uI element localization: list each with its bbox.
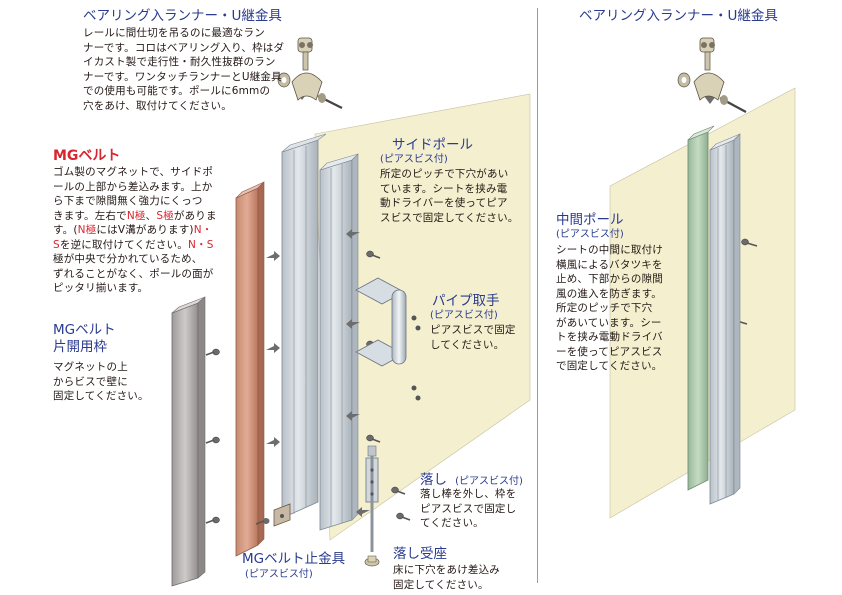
bearing-runner-left [277,37,343,109]
mg-belt-strip [235,181,265,557]
drop-sub: (ピアスビス付) [455,476,523,487]
drop-seat-title: 落し受座 [393,546,447,562]
mg-single-desc: マグネットの上 からビスで壁に 固定してください。 [53,361,149,402]
runner-title: ベアリング入ランナー・U継金具 [83,8,282,24]
mid-pole-rear [687,125,715,491]
right-runner-title: ベアリング入ランナー・U継金具 [579,8,778,24]
pipe-handle-title: パイプ取手 [432,293,500,309]
mg-belt-desc: ゴム製のマグネットで、サイドポ ールの上部から差込みます。上か ら下まで隙間無く… [53,166,217,294]
side-pole-rear [281,133,327,519]
runner-desc: レールに間仕切を吊るのに最適なラン ナーです。コロはベアリング入り、枠はダ イカ… [83,27,285,112]
side-pole-sub: (ピアスビス付) [380,154,448,165]
side-pole-desc: 所定のピッチで下穴があい ています。シートを挟み電 動ドライバーを使ってピア ス… [380,168,519,224]
drop-desc: 落し棒を外し、枠を ピアスビスで固定し てください。 [420,488,517,529]
mg-stopper-sub: (ピアスビス付) [245,569,313,580]
mg-stopper [255,503,291,527]
drop-heading: 落し (ピアスビス付) [420,469,523,488]
mg-single-title: MGベルト 片開用枠 [53,322,116,355]
drop-seat [364,555,380,567]
mid-pole-desc: シートの中間に取付け 横風によるバタツキを 止め、下部からの隙間 風の進入を防ぎ… [556,244,663,372]
drop-bolt [365,445,379,552]
mg-belt-single-frame [171,296,206,587]
drop-seat-desc: 床に下穴をあけ差込み 固定してください。 [393,564,500,591]
pipe-handle-desc: ピアスビスで固定 してください。 [430,324,516,351]
section-divider [537,8,538,583]
pipe-handle-sub: (ピアスビス付) [430,310,498,321]
drop-title: 落し [420,472,447,488]
mid-pole-front [709,133,741,505]
side-pole-front [319,153,359,531]
side-pole-title: サイドポール [392,137,473,153]
bearing-runner-right [677,37,747,113]
mid-pole-title: 中間ポール [556,212,624,228]
pipe-handle [355,277,421,401]
mg-belt-title: MGベルト [53,148,121,164]
mid-pole-sub: (ピアスビス付) [556,229,624,240]
mg-stopper-title: MGベルト止金具 [242,551,346,567]
frame-screws [205,348,220,524]
